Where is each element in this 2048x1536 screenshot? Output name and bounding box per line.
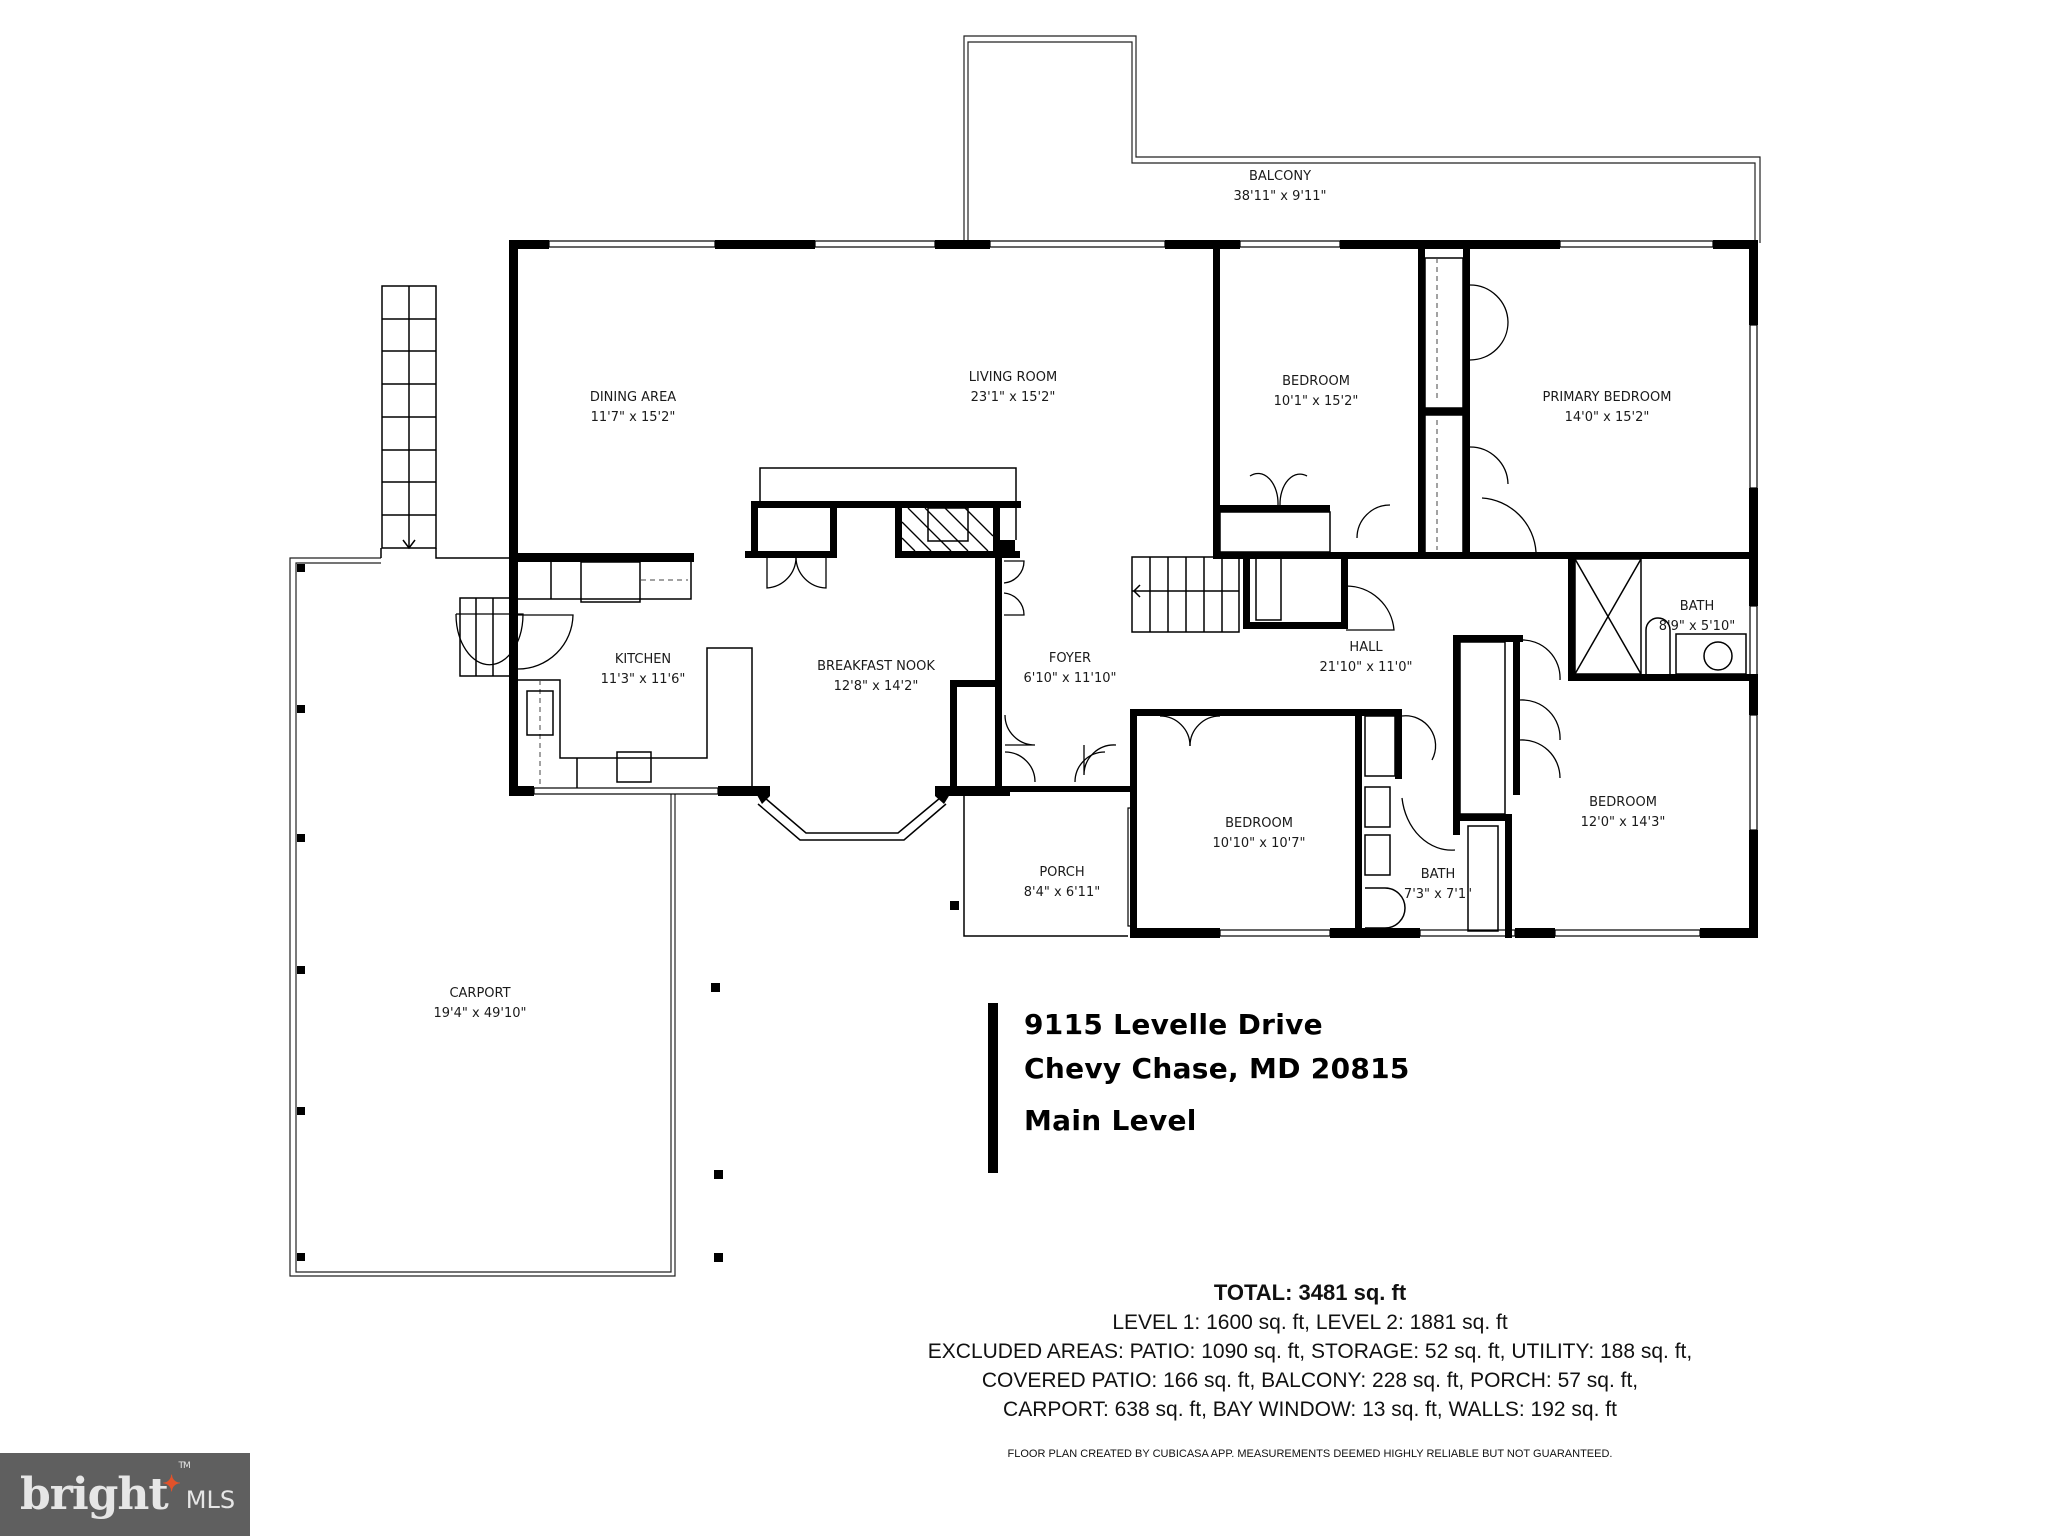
svg-text:7'3" x 7'1": 7'3" x 7'1" — [1404, 887, 1472, 902]
svg-text:BATH: BATH — [1421, 867, 1456, 882]
level-name: Main Level — [1024, 1104, 1197, 1137]
svg-text:BREAKFAST NOOK: BREAKFAST NOOK — [817, 659, 935, 674]
total-area: TOTAL: 3481 sq. ft — [1213, 1280, 1407, 1305]
svg-text:8'9" x 5'10": 8'9" x 5'10" — [1659, 619, 1735, 634]
svg-text:PRIMARY BEDROOM: PRIMARY BEDROOM — [1543, 390, 1672, 405]
room-label-carport: CARPORT 19'4" x 49'10" — [434, 986, 527, 1021]
interior-walls — [509, 249, 1758, 938]
side-stairs — [455, 597, 524, 677]
svg-text:DINING AREA: DINING AREA — [590, 390, 676, 405]
doors — [766, 284, 1561, 779]
room-label-living-room: LIVING ROOM 23'1" x 15'2" — [969, 370, 1057, 405]
address-street: 9115 Levelle Drive — [1024, 1008, 1323, 1041]
room-label-porch: PORCH 8'4" x 6'11" — [1024, 865, 1100, 900]
svg-text:21'10" x 11'0": 21'10" x 11'0" — [1320, 660, 1413, 675]
svg-text:12'0" x 14'3": 12'0" x 14'3" — [1581, 815, 1666, 830]
logo-word: bright — [20, 1469, 169, 1520]
svg-text:BEDROOM: BEDROOM — [1225, 816, 1293, 831]
closets-fixtures — [1219, 257, 1747, 932]
excluded-areas-line-2: COVERED PATIO: 166 sq. ft, BALCONY: 228 … — [981, 1369, 1639, 1392]
svg-text:14'0" x 15'2": 14'0" x 15'2" — [1565, 410, 1650, 425]
svg-text:BATH: BATH — [1680, 599, 1715, 614]
svg-text:LIVING ROOM: LIVING ROOM — [969, 370, 1057, 385]
kitchen-cabinets — [517, 561, 753, 788]
room-label-bedroom-3: BEDROOM 10'10" x 10'7" — [1213, 816, 1306, 851]
svg-text:8'4" x 6'11": 8'4" x 6'11" — [1024, 885, 1100, 900]
svg-text:19'4" x 49'10": 19'4" x 49'10" — [434, 1006, 527, 1021]
area-summary: TOTAL: 3481 sq. ft LEVEL 1: 1600 sq. ft,… — [760, 1278, 1860, 1424]
svg-text:KITCHEN: KITCHEN — [615, 652, 671, 667]
level-areas: LEVEL 1: 1600 sq. ft, LEVEL 2: 1881 sq. … — [1112, 1311, 1508, 1334]
svg-text:BALCONY: BALCONY — [1249, 169, 1311, 184]
svg-text:23'1" x 15'2": 23'1" x 15'2" — [971, 390, 1056, 405]
room-label-breakfast-nook: BREAKFAST NOOK 12'8" x 14'2" — [817, 659, 935, 694]
room-label-bedroom-4: BEDROOM 12'0" x 14'3" — [1581, 795, 1666, 830]
disclaimer: FLOOR PLAN CREATED BY CUBICASA APP. MEAS… — [1007, 1448, 1613, 1460]
fireplace-hatch — [901, 507, 994, 552]
svg-text:11'3" x 11'6": 11'3" x 11'6" — [601, 672, 686, 687]
room-label-bath-primary: BATH 8'9" x 5'10" — [1659, 599, 1735, 634]
carport-outline — [289, 557, 959, 1277]
excluded-areas-line-3: CARPORT: 638 sq. ft, BAY WINDOW: 13 sq. … — [1003, 1398, 1617, 1421]
interior-stairs — [1131, 556, 1282, 633]
svg-text:6'10" x 11'10": 6'10" x 11'10" — [1024, 671, 1117, 686]
svg-text:12'8" x 14'2": 12'8" x 14'2" — [834, 679, 919, 694]
svg-text:10'1" x 15'2": 10'1" x 15'2" — [1274, 394, 1359, 409]
star-icon: ✦ — [162, 1471, 180, 1497]
room-label-dining-area: DINING AREA 11'7" x 15'2" — [590, 390, 676, 425]
room-label-primary-bedroom: PRIMARY BEDROOM 14'0" x 15'2" — [1543, 390, 1672, 425]
svg-text:10'10" x 10'7": 10'10" x 10'7" — [1213, 836, 1306, 851]
logo-mls: MLS — [185, 1485, 236, 1514]
svg-text:38'11" x 9'11": 38'11" x 9'11" — [1234, 189, 1327, 204]
balcony-outline — [963, 35, 1761, 245]
address-title-block: 9115 Levelle Drive Chevy Chase, MD 20815… — [988, 1003, 1410, 1173]
bright-mls-logo: bright ✦ TM MLS — [0, 1453, 250, 1536]
svg-text:CARPORT: CARPORT — [449, 986, 510, 1001]
porch-outline — [951, 751, 1128, 937]
svg-text:11'7" x 15'2": 11'7" x 15'2" — [591, 410, 676, 425]
svg-text:BEDROOM: BEDROOM — [1589, 795, 1657, 810]
room-label-bath-hall: BATH 7'3" x 7'1" — [1404, 867, 1472, 902]
logo-wordmark: bright ✦ TM — [20, 1461, 191, 1520]
svg-text:BEDROOM: BEDROOM — [1282, 374, 1350, 389]
room-label-kitchen: KITCHEN 11'3" x 11'6" — [601, 652, 686, 687]
svg-text:PORCH: PORCH — [1039, 865, 1084, 880]
room-label-hall: HALL 21'10" x 11'0" — [1320, 640, 1413, 675]
svg-text:HALL: HALL — [1349, 640, 1383, 655]
excluded-areas-line-1: EXCLUDED AREAS: PATIO: 1090 sq. ft, STOR… — [927, 1340, 1693, 1363]
exterior-stairs — [380, 285, 512, 559]
room-label-foyer: FOYER 6'10" x 11'10" — [1024, 651, 1117, 686]
room-label-balcony: BALCONY 38'11" x 9'11" — [1234, 169, 1327, 204]
trademark-mark: TM — [178, 1461, 190, 1471]
svg-text:FOYER: FOYER — [1049, 651, 1091, 666]
bay-window — [752, 786, 955, 841]
address-city: Chevy Chase, MD 20815 — [1024, 1052, 1410, 1085]
room-label-bedroom-2: BEDROOM 10'1" x 15'2" — [1274, 374, 1359, 409]
